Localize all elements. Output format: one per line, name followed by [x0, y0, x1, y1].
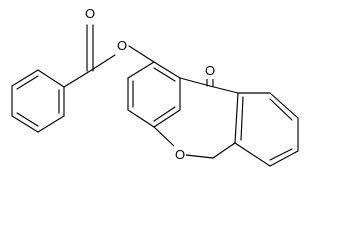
bond: [209, 85, 239, 94]
bond: [37, 115, 65, 133]
label-background: [84, 4, 96, 22]
aromatic-inner-bond: [240, 96, 244, 141]
bond: [234, 92, 239, 144]
aromatic-inner-bond: [16, 75, 39, 90]
benzoyl-phenyl-ring: [11, 69, 65, 133]
bond: [185, 154, 214, 159]
bond: [127, 61, 155, 79]
bond: [269, 150, 299, 167]
aromatic-inner-bond: [153, 106, 176, 122]
bond: [179, 77, 211, 87]
bond: [153, 126, 176, 148]
central-phenylene-ring: [127, 61, 181, 128]
ester-group: [63, 24, 155, 88]
bond: [11, 115, 39, 133]
aromatic-inner-bond: [269, 98, 293, 121]
aromatic-inner-bond: [16, 112, 39, 127]
label-background: [116, 36, 128, 54]
aromatic-inner-bond: [269, 148, 293, 161]
atom-labels: O O O O: [84, 4, 216, 163]
ketone-oxygen-label: O: [205, 63, 215, 78]
bond: [153, 61, 181, 79]
bond: [63, 70, 91, 88]
bond: [153, 109, 181, 128]
aromatic-inner-bond: [153, 67, 176, 82]
structure-diagram: O O O O: [11, 4, 299, 167]
ester-oxygen-label: O: [117, 38, 127, 53]
bond: [127, 109, 155, 128]
bond: [128, 45, 155, 63]
bond: [89, 54, 116, 72]
bond: [11, 69, 39, 87]
label-background: [174, 145, 186, 163]
bond: [212, 142, 236, 159]
fused-benzene-ring: [234, 92, 299, 167]
label-background: [204, 61, 216, 79]
seven-membered-ring: [153, 76, 239, 159]
ring-oxygen-label: O: [175, 147, 185, 162]
bond: [234, 142, 271, 167]
bond: [37, 69, 65, 88]
bond: [269, 92, 299, 119]
ester-carbonyl-oxygen-label: O: [85, 6, 95, 21]
